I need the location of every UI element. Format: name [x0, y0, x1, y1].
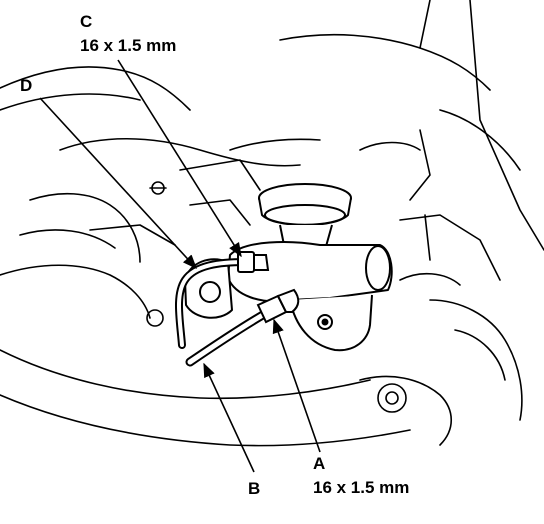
pipe-d — [174, 258, 249, 349]
callout-a-spec: 16 x 1.5 mm — [313, 478, 410, 497]
leader-a — [272, 318, 321, 453]
callout-b-letter: B — [248, 479, 261, 498]
leader-b — [203, 362, 255, 473]
leader-lines — [39, 59, 321, 473]
leader-c — [117, 59, 242, 258]
leader-d — [39, 97, 197, 270]
flare-nut-a — [256, 288, 300, 324]
callout-c-letter: C — [80, 12, 93, 31]
master-cylinder — [184, 183, 393, 352]
pipe-b — [185, 307, 273, 367]
callout-d-letter: D — [20, 76, 33, 95]
callout-a-letter: A — [313, 454, 326, 473]
engine-bay-background — [0, 0, 544, 447]
flare-nut-c — [237, 251, 270, 273]
callout-c-spec: 16 x 1.5 mm — [80, 36, 177, 55]
